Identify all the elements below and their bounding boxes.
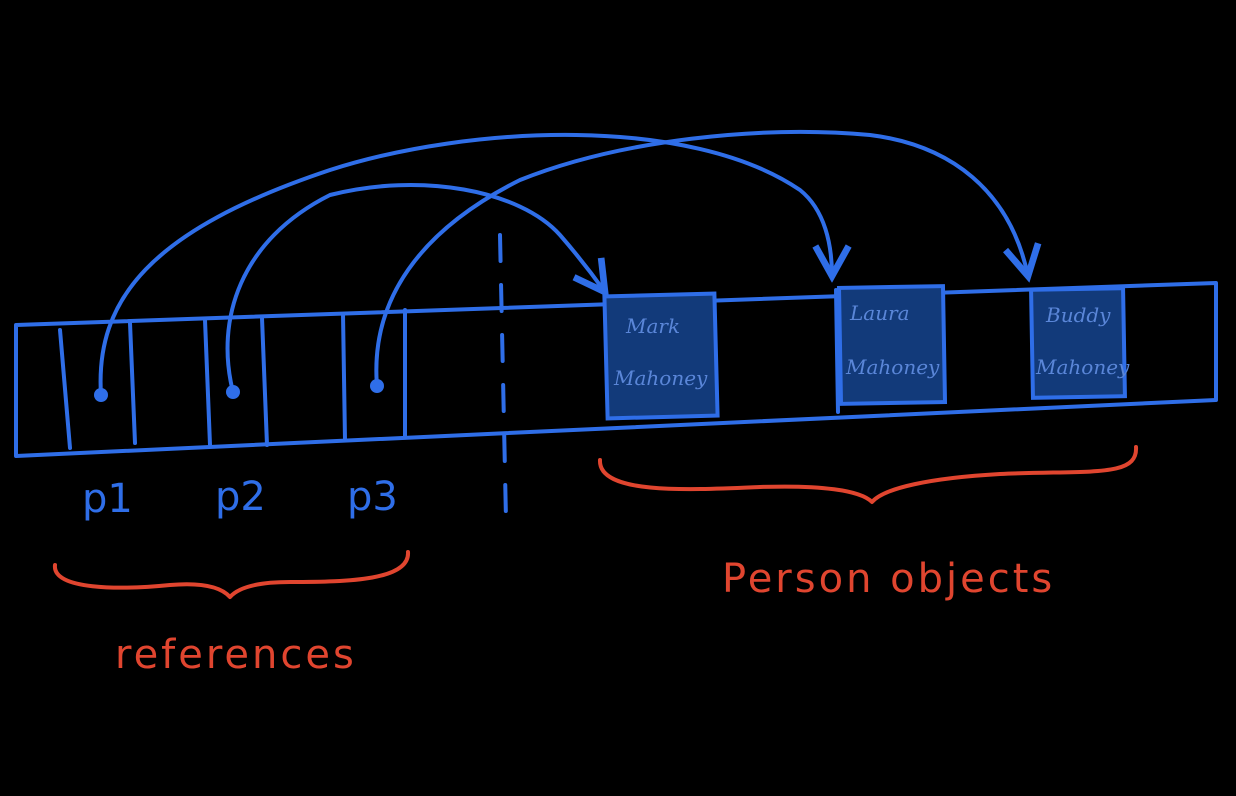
arrow-p2-to-mark bbox=[225, 183, 605, 394]
reference-label-p3: p3 bbox=[347, 474, 398, 520]
arrow-p3-to-buddy bbox=[374, 130, 1028, 388]
arrow-p1-to-laura bbox=[98, 132, 832, 397]
person-object-buddy bbox=[1029, 286, 1127, 400]
object-label-laura-line1: Laura bbox=[849, 301, 910, 325]
reference-label-p1: p1 bbox=[82, 476, 133, 522]
region-divider bbox=[498, 233, 508, 522]
object-label-laura-line2: Mahoney bbox=[845, 355, 940, 379]
reference-cells bbox=[58, 308, 407, 450]
object-label-buddy-line1: Buddy bbox=[1045, 303, 1111, 327]
reference-label-p2: p2 bbox=[215, 474, 266, 520]
objects-annotation: Person objects bbox=[722, 556, 1055, 602]
references-brace bbox=[53, 550, 411, 599]
object-label-mark-line2: Mahoney bbox=[613, 366, 708, 390]
memory-strip bbox=[14, 281, 1218, 458]
objects-brace bbox=[597, 445, 1139, 504]
references-annotation: references bbox=[115, 632, 357, 678]
object-cells bbox=[834, 288, 840, 414]
object-label-buddy-line2: Mahoney bbox=[1035, 355, 1130, 379]
person-object-mark bbox=[602, 291, 720, 421]
object-label-mark-line1: Mark bbox=[625, 314, 680, 338]
person-object-laura bbox=[836, 284, 948, 406]
